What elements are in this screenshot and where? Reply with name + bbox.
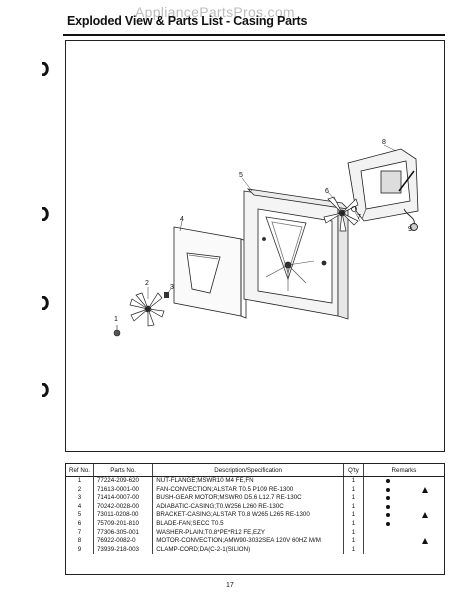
binder-hole-icon: [41, 296, 49, 310]
adiabatic-casing: [173, 226, 247, 319]
callout-3: 3: [170, 284, 174, 291]
ref-cell: 8: [66, 537, 94, 546]
ref-cell: 6: [66, 519, 94, 529]
remarks-cell: [363, 537, 444, 546]
description-cell: BLADE-FAN;SECC T0.5: [152, 519, 344, 529]
table-header-row: Ref No. Parts No. Description/Specificat…: [66, 464, 444, 477]
column-header: Parts No.: [93, 464, 154, 477]
remarks-cell: [363, 529, 444, 538]
exploded-view-diagram: 1 2 3 4 5 6 7 8 9: [65, 40, 445, 452]
callout-1: 1: [114, 316, 118, 323]
convection-fan: [129, 292, 165, 327]
convection-motor: [347, 148, 419, 222]
remarks-cell: [363, 511, 444, 520]
quantity-cell: 1: [343, 485, 364, 495]
ref-cell: 1: [66, 476, 94, 486]
clamp-cord: [403, 208, 418, 231]
ref-cell: 3: [66, 494, 94, 503]
watermark: AppliancePartsPros.com: [135, 4, 295, 20]
bullet-dot-icon: [385, 487, 390, 492]
part-number-cell: 77224-209-620: [93, 476, 154, 486]
remarks-cell: [363, 477, 444, 486]
bullet-dot-icon: [385, 504, 390, 509]
column-header: Description/Specification: [152, 464, 344, 477]
column-header: Q'ty: [343, 464, 364, 477]
remarks-cell: [363, 486, 444, 495]
part-number-cell: 73939-218-003: [93, 545, 154, 555]
part-number-cell: 75709-201-810: [93, 519, 154, 529]
description-cell: CLAMP-CORD;DA(C-2-1(SILION): [152, 545, 344, 555]
quantity-cell: 1: [343, 519, 364, 529]
blade-fan: [323, 196, 359, 232]
quantity-cell: 1: [343, 545, 364, 555]
nut-flange: [113, 325, 121, 337]
callout-8: 8: [382, 139, 386, 146]
part-number-cell: 70242-0028-00: [93, 502, 154, 512]
binder-hole-icon: [41, 62, 49, 76]
callout-9: 9: [408, 226, 412, 233]
description-cell: FAN-CONVECTION;ALSTAR T0.5 P109 RE-1300: [152, 485, 344, 495]
part-number-cell: 77306-305-001: [93, 528, 154, 538]
binder-hole-icon: [41, 383, 49, 397]
bullet-dot-icon: [385, 479, 390, 483]
remarks-cell: [363, 546, 444, 555]
page-title: Exploded View & Parts List - Casing Part…: [67, 14, 308, 28]
quantity-cell: 1: [343, 476, 364, 486]
callout-7: 7: [357, 214, 361, 221]
quantity-cell: 1: [343, 537, 364, 546]
ref-cell: 9: [66, 545, 94, 555]
part-number-cell: 71414-0007-00: [93, 494, 154, 503]
ref-cell: 4: [66, 502, 94, 512]
ref-cell: 7: [66, 528, 94, 538]
triangle-marker-icon: [421, 486, 428, 493]
remarks-cell: [363, 520, 444, 529]
description-cell: NUT-FLANGE;MSWR10 M4 FE,FN: [152, 476, 344, 486]
quantity-cell: 1: [343, 502, 364, 512]
triangle-marker-icon: [421, 538, 428, 545]
ref-cell: 5: [66, 511, 94, 520]
ref-cell: 2: [66, 485, 94, 495]
remarks-cell: [363, 503, 444, 512]
callout-5: 5: [239, 172, 243, 179]
triangle-marker-icon: [421, 512, 428, 519]
title-rule: [63, 34, 445, 36]
part-number-cell: 73011-0208-00: [93, 511, 154, 520]
callout-4: 4: [180, 216, 184, 223]
bullet-dot-icon: [385, 496, 390, 501]
bracket-casing: [243, 188, 350, 320]
description-cell: BRACKET-CASING;ALSTAR T0.8 W265 L265 RE-…: [152, 511, 344, 520]
callout-2: 2: [145, 280, 149, 287]
quantity-cell: 1: [343, 494, 364, 503]
quantity-cell: 1: [343, 528, 364, 538]
description-cell: ADIABATIC-CASING;T0.W256 L260 RE-130C: [152, 502, 344, 512]
description-cell: WASHER-PLAIN;T0.8*PE*R12 FE,EZY: [152, 528, 344, 538]
part-number-cell: 71613-0001-00: [93, 485, 154, 495]
column-header: Remarks: [363, 464, 444, 477]
quantity-cell: 1: [343, 511, 364, 520]
part-number-cell: 76922-0082-0: [93, 537, 154, 546]
washer-plain: [351, 206, 357, 212]
column-header: Ref No.: [66, 464, 94, 477]
bullet-dot-icon: [385, 521, 390, 526]
bush-gear-motor: [164, 292, 169, 298]
description-cell: BUSH-GEAR MOTOR;MSWR0 D5.6 L12.7 RE-130C: [152, 494, 344, 503]
description-cell: MOTOR-CONVECTION;AMW90-3032SEA 120V 60HZ…: [152, 537, 344, 546]
page-number: 17: [226, 582, 234, 589]
callout-6: 6: [325, 188, 329, 195]
remarks-cell: [363, 494, 444, 503]
binder-hole-icon: [41, 207, 49, 221]
parts-list-table: Ref No. Parts No. Description/Specificat…: [65, 463, 445, 575]
bullet-dot-icon: [385, 513, 390, 518]
